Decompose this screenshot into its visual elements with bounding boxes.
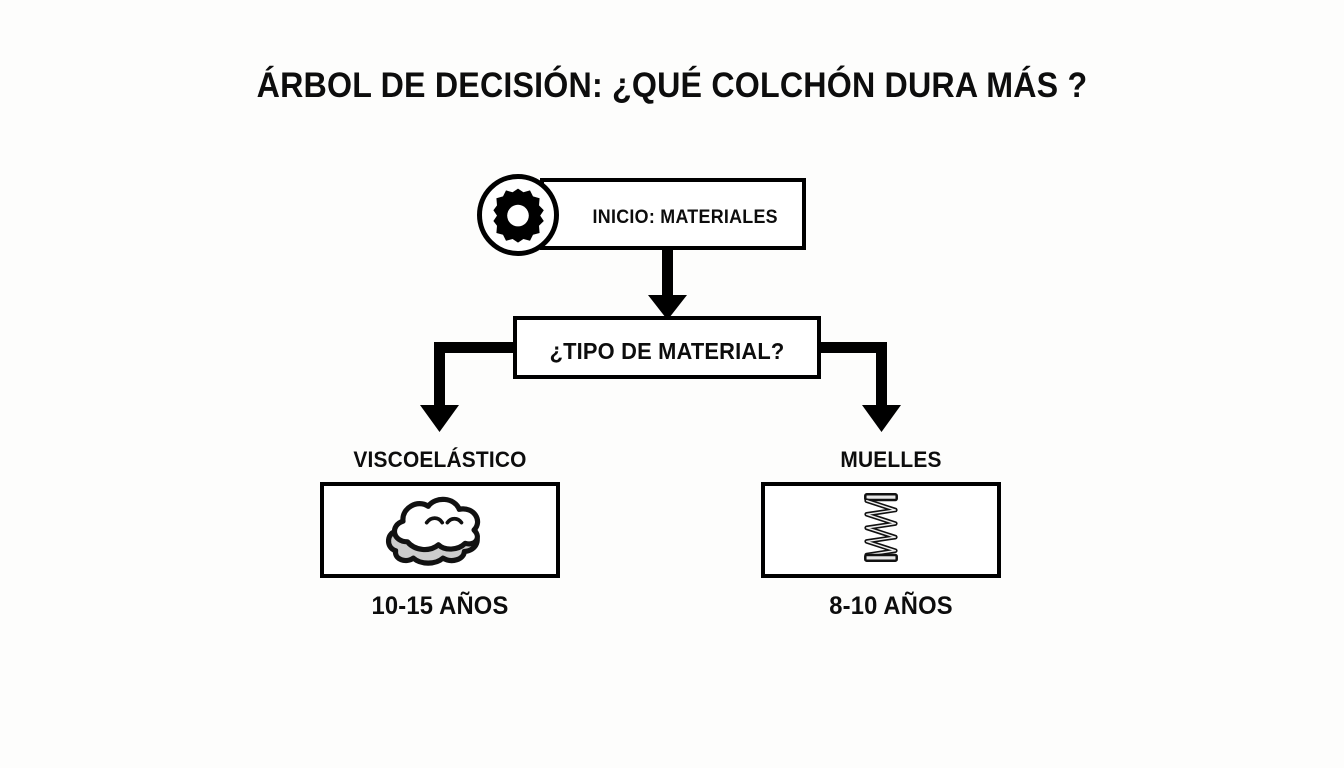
start-node[interactable]: INICIO: MATERIALES	[540, 178, 806, 250]
coil-spring-icon	[864, 493, 898, 562]
branch-label-viscoelastico: VISCOELÁSTICO	[353, 447, 527, 472]
connector-decision-to-left	[420, 342, 518, 432]
decision-node-label: ¿TIPO DE MATERIAL?	[549, 338, 785, 364]
connector-start-to-decision	[648, 250, 687, 320]
decision-node[interactable]: ¿TIPO DE MATERIAL?	[513, 316, 821, 379]
outcome-years-viscoelastico: 10-15 AÑOS	[371, 592, 509, 620]
foam-cloud-icon	[385, 496, 481, 566]
gear-icon	[477, 174, 559, 256]
start-node-label: INICIO: MATERIALES	[592, 207, 778, 228]
page-title: ÁRBOL DE DECISIÓN: ¿QUÉ COLCHÓN DURA MÁS…	[256, 66, 1088, 105]
outcome-node-viscoelastico[interactable]	[320, 482, 560, 578]
connector-decision-to-right	[816, 342, 901, 432]
branch-label-muelles: MUELLES	[840, 447, 942, 472]
gear-icon-glyph	[493, 188, 544, 243]
outcome-years-muelles: 8-10 AÑOS	[829, 592, 953, 620]
outcome-node-muelles[interactable]	[761, 482, 1001, 578]
